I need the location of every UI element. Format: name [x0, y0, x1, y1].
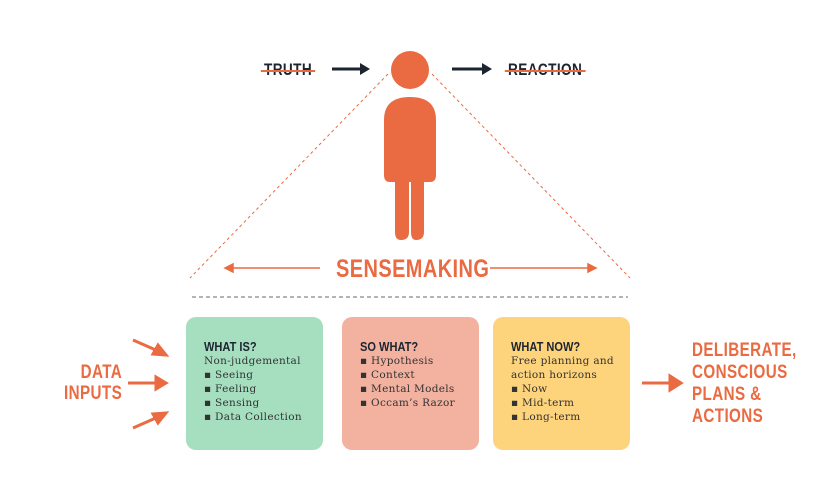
box-line: ▪ Long-term: [511, 411, 581, 423]
output-line: PLANS &: [692, 384, 762, 405]
input-arrows-icon: [128, 338, 170, 430]
data-inputs-label: DATA INPUTS: [64, 362, 122, 404]
output-line: CONSCIOUS: [692, 362, 788, 383]
box-title: WHAT NOW?: [511, 339, 581, 354]
output-label: DELIBERATE, CONSCIOUS PLANS & ACTIONS: [692, 340, 797, 428]
box-line: ▪ Hypothesis: [360, 355, 434, 367]
truth-arrow-icon: [332, 63, 370, 75]
reaction-arrow-icon: [452, 63, 492, 75]
box-line: ▪ Sensing: [204, 397, 260, 409]
box-title: WHAT IS?: [204, 339, 257, 354]
sensemaking-label: SENSEMAKING: [336, 255, 490, 283]
box-title: SO WHAT?: [360, 339, 419, 354]
box-line: ▪ Feeling: [204, 383, 257, 395]
box-line: ▪ Context: [360, 369, 415, 381]
box-line: ▪ Data Collection: [204, 411, 302, 423]
truth-label: TRUTH: [260, 60, 316, 79]
box-line: Non-judgemental: [204, 355, 301, 367]
box-line: ▪ Mental Models: [360, 383, 455, 395]
reaction-label: REACTION: [504, 60, 586, 79]
person-icon: [384, 51, 436, 240]
data-inputs-line: INPUTS: [64, 383, 123, 404]
box-line: ▪ Seeing: [204, 369, 254, 381]
box-line: ▪ Occam’s Razor: [360, 397, 455, 409]
so-what-box: SO WHAT? ▪ Hypothesis ▪ Context ▪ Mental…: [342, 317, 479, 450]
output-line: DELIBERATE,: [692, 340, 797, 361]
data-inputs-line: DATA: [80, 362, 123, 383]
output-line: ACTIONS: [692, 406, 764, 427]
output-arrow-icon: [642, 373, 684, 393]
sensemaking-arrows: [223, 262, 598, 274]
box-line: Free planning and: [511, 355, 614, 367]
field-of-view-lines: [189, 73, 631, 279]
box-line: action horizons: [511, 369, 598, 381]
box-line: ▪ Now: [511, 383, 548, 395]
what-now-box: WHAT NOW? Free planning and action horiz…: [493, 317, 630, 450]
what-is-box: WHAT IS? Non-judgemental ▪ Seeing ▪ Feel…: [186, 317, 323, 450]
box-line: ▪ Mid-term: [511, 397, 575, 409]
